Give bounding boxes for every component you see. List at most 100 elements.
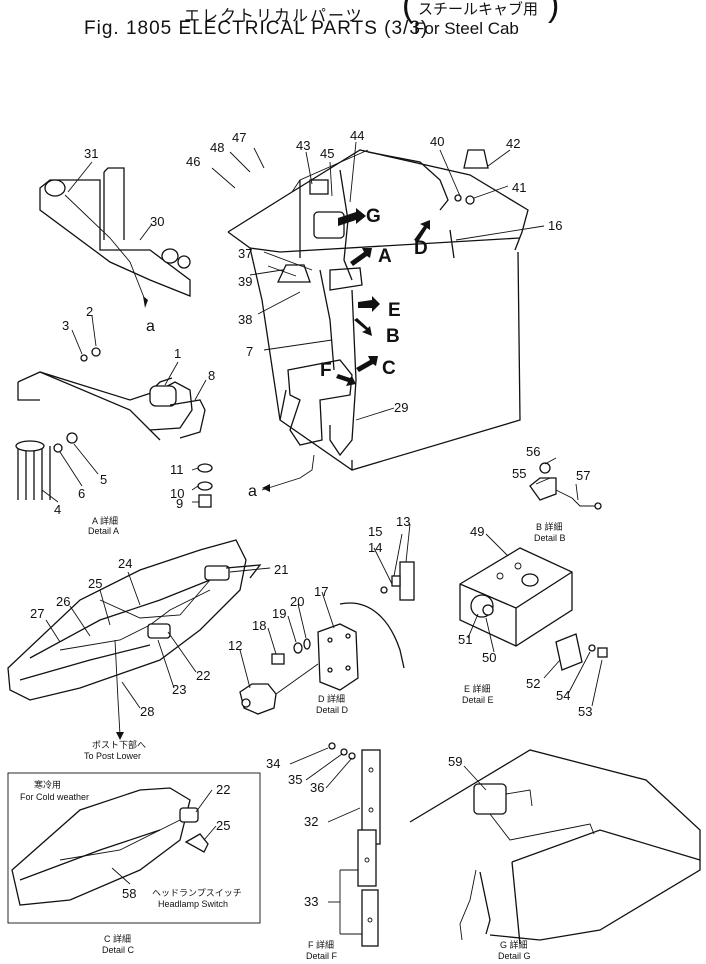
detail-a-drawing (15, 347, 213, 508)
title-note-jp: スチールキャブ用 (418, 1, 539, 18)
detail-d-en: Detail D (316, 705, 349, 715)
part-30: 30 (150, 214, 164, 229)
view-letter-b: B (386, 326, 400, 347)
post-lower-en: To Post Lower (84, 751, 141, 761)
part-40: 40 (430, 134, 444, 149)
detail-c-jp: C 詳細 (104, 933, 131, 944)
detail-b-en: Detail B (534, 533, 566, 543)
part-53: 53 (578, 704, 592, 719)
part-26: 26 (56, 594, 70, 609)
part-27: 27 (30, 606, 44, 621)
part-2: 2 (86, 304, 93, 319)
part-14: 14 (368, 540, 382, 555)
figure-title: Fig. 1805 ELECTRICAL PARTS (3/3) (84, 18, 429, 39)
part-39: 39 (238, 274, 252, 289)
part-43: 43 (296, 138, 310, 153)
post-lower-jp: ポスト下部へ (92, 739, 146, 750)
cab-body (227, 149, 529, 471)
part-16: 16 (548, 218, 562, 233)
work-lamp (276, 264, 311, 283)
part-11: 11 (170, 462, 184, 477)
detail-b-jp: B 詳細 (536, 521, 563, 532)
part-36: 36 (310, 780, 324, 795)
view-letter-g: G (366, 206, 381, 227)
headlamp-switch-en: Headlamp Switch (158, 899, 228, 909)
switch-body (149, 385, 177, 407)
part-33: 33 (304, 894, 318, 909)
part-54: 54 (556, 688, 570, 703)
part-22-cold: 22 (216, 782, 230, 797)
detail-captions: A 詳細 Detail A B 詳細 Detail B C 詳細 Detail … (20, 515, 566, 961)
part-48: 48 (210, 140, 224, 155)
part-21: 21 (274, 562, 288, 577)
leader-lines (41, 141, 603, 935)
detail-f-drawing (328, 742, 381, 947)
mirror-lamp-assembly (39, 167, 191, 308)
part-10: 10 (170, 486, 184, 501)
detail-f-jp: F 詳細 (308, 939, 334, 950)
relay-unit (473, 783, 507, 815)
part-45: 45 (320, 146, 334, 161)
wire-mark-a-lower: a (248, 483, 257, 500)
relay-box (309, 179, 329, 195)
detail-e-drawing (459, 547, 608, 671)
part-15: 15 (368, 524, 382, 539)
part-25-cold: 25 (216, 818, 230, 833)
detail-c-drawing (7, 539, 262, 740)
detail-d-jp: D 詳細 (318, 693, 345, 704)
part-37: 37 (238, 246, 252, 261)
part-50: 50 (482, 650, 496, 665)
detail-a-jp: A 詳細 (92, 515, 118, 526)
part-13: 13 (396, 514, 410, 529)
part-49: 49 (470, 524, 484, 539)
part-23: 23 (172, 682, 186, 697)
side-lamp (44, 179, 66, 197)
part-38: 38 (238, 312, 252, 327)
part-55: 55 (512, 466, 526, 481)
part-17: 17 (314, 584, 328, 599)
part-56: 56 (526, 444, 540, 459)
part-46: 46 (186, 154, 200, 169)
title-japanese: エレクトリカルパーツ (184, 8, 364, 25)
part-42: 42 (506, 136, 520, 151)
part-47: 47 (232, 130, 246, 145)
part-52: 52 (526, 676, 540, 691)
detail-c-inset (7, 772, 261, 924)
view-letter-d: D (414, 238, 428, 259)
part-3: 3 (62, 318, 69, 333)
part-20: 20 (290, 594, 304, 609)
detail-g-en: Detail G (498, 951, 531, 961)
detail-d-drawing (239, 561, 415, 715)
detail-e-jp: E 詳細 (464, 683, 491, 694)
part-9: 9 (176, 496, 183, 511)
view-letter-c: C (382, 358, 396, 379)
detail-f-en: Detail F (306, 951, 338, 961)
part-22: 22 (196, 668, 210, 683)
view-arrows: G A D E B F C (320, 206, 430, 386)
part-28: 28 (140, 704, 154, 719)
part-41: 41 (512, 180, 526, 195)
view-letter-e: E (388, 300, 401, 321)
detail-g-jp: G 詳細 (500, 939, 528, 950)
detail-c-en: Detail C (102, 945, 135, 955)
part-25: 25 (88, 576, 102, 591)
detail-a-en: Detail A (88, 526, 119, 536)
view-letter-a: A (378, 246, 392, 267)
part-59: 59 (448, 754, 462, 769)
detail-g-drawing (409, 749, 701, 945)
part-7: 7 (246, 344, 253, 359)
part-8: 8 (208, 368, 215, 383)
part-57: 57 (576, 468, 590, 483)
part-4: 4 (54, 502, 61, 517)
part-12: 12 (228, 638, 242, 653)
part-18: 18 (252, 618, 266, 633)
part-34: 34 (266, 756, 280, 771)
part-35: 35 (288, 772, 302, 787)
cold-weather-jp: 寒冷用 (34, 779, 61, 790)
title-note-en: For Steel Cab (414, 19, 519, 38)
title-note: ( スチールキャブ用 For Steel Cab ) (402, 0, 560, 38)
cold-weather-en: For Cold weather (20, 792, 89, 802)
part-58: 58 (122, 886, 136, 901)
